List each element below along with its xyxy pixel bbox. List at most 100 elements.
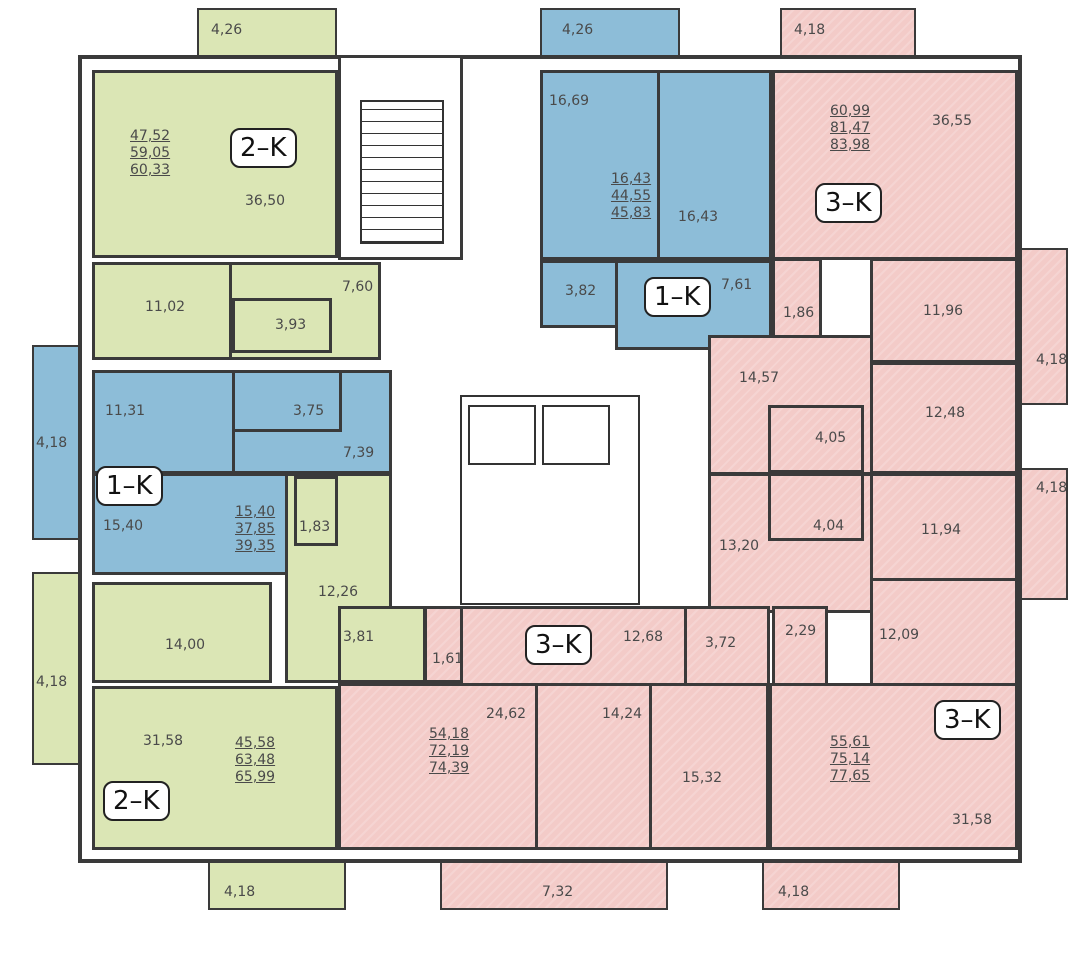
balcony-area: 4,18 [36, 674, 68, 690]
room-bedroom[interactable]: 14,24 [535, 683, 652, 850]
room-area: 15,32 [682, 770, 723, 786]
balcony-area: 4,18 [794, 22, 826, 38]
room-bathroom[interactable]: 4,05 [768, 405, 864, 473]
room-area: 7,39 [343, 445, 375, 461]
room-bathroom[interactable]: 3,82 [540, 260, 618, 328]
balcony-area: 4,18 [36, 435, 68, 451]
room-area: 16,43 [678, 209, 719, 225]
room-area: 11,94 [921, 522, 962, 538]
room-wc[interactable]: 2,29 [772, 606, 828, 686]
room-bedroom[interactable]: 12,48 [870, 362, 1018, 474]
room-area: 1,86 [783, 305, 815, 321]
room-area: 16,69 [549, 93, 590, 109]
apartment-type-badge: 1–K [96, 466, 163, 506]
staircase [360, 100, 444, 244]
room-bedroom[interactable]: 11,96 [870, 258, 1018, 363]
balcony-left-upper[interactable]: 4,18 [32, 345, 80, 540]
room-bedroom[interactable]: 15,32 [649, 683, 769, 850]
room-area: 7,60 [342, 279, 374, 295]
room-bedroom[interactable]: 11,02 [92, 262, 232, 360]
room-area: 13,20 [719, 538, 760, 554]
room-area: 3,72 [705, 635, 737, 651]
balcony-bottom-center[interactable]: 7,32 [440, 860, 668, 910]
balcony-top-center[interactable]: 4,26 [540, 8, 680, 58]
room-area: 4,04 [813, 518, 845, 534]
room-bathroom[interactable]: 3,75 [232, 370, 342, 432]
room-area: 11,96 [923, 303, 964, 319]
room-living[interactable]: 16,43 [657, 70, 772, 260]
room-wc[interactable]: 1,61 [424, 606, 464, 683]
balcony-right-upper[interactable]: 4,18 [1018, 248, 1068, 405]
room-area: 1,83 [299, 519, 331, 535]
apartment-type-badge: 3–K [525, 625, 592, 665]
room-area: 31,58 [952, 812, 993, 828]
balcony-area: 4,26 [562, 22, 594, 38]
room-area: 3,75 [293, 403, 325, 419]
balcony-right-lower[interactable]: 4,18 [1018, 468, 1068, 600]
room-bathroom[interactable]: 3,93 [232, 298, 332, 353]
room-wc[interactable]: 1,86 [772, 258, 822, 338]
apartment-type-badge: 2–K [230, 128, 297, 168]
balcony-left-lower[interactable]: 4,18 [32, 572, 80, 765]
room-area: 12,09 [879, 627, 920, 643]
room-bathroom[interactable]: 3,81 [338, 606, 426, 683]
room-area: 4,05 [815, 430, 847, 446]
room-area: 31,58 [143, 733, 184, 749]
room-area: 12,26 [318, 584, 359, 600]
room-kitchen[interactable]: 11,31 [92, 370, 237, 474]
room-bathroom[interactable]: 4,04 [768, 473, 864, 541]
room-area: 15,40 [103, 518, 144, 534]
balcony-area: 4,18 [1036, 480, 1068, 496]
room-hall[interactable]: 3–K 12,68 [460, 606, 688, 686]
room-area: 7,61 [721, 277, 753, 293]
apartment-type-badge: 1–K [644, 277, 711, 317]
balcony-area: 4,18 [778, 884, 810, 900]
room-area: 3,82 [565, 283, 597, 299]
room-area: 24,62 [486, 706, 527, 722]
balcony-top-right[interactable]: 4,18 [780, 8, 916, 58]
room-area: 12,48 [925, 405, 966, 421]
apartment-type-badge: 2–K [103, 781, 170, 821]
room-area: 14,00 [165, 637, 206, 653]
balcony-area: 4,26 [211, 22, 243, 38]
room-area: 14,57 [739, 370, 780, 386]
room-area: 11,02 [145, 299, 186, 315]
room-bedroom[interactable]: 12,09 [870, 578, 1018, 686]
room-area: 12,68 [623, 629, 664, 645]
balcony-area: 4,18 [224, 884, 256, 900]
room-wc[interactable]: 1,83 [294, 476, 338, 546]
room-bathroom[interactable]: 3,72 [684, 606, 770, 686]
room-area: 3,93 [275, 317, 307, 333]
room-bedroom[interactable]: 11,94 [870, 473, 1018, 581]
room-bedroom[interactable]: 14,00 [92, 582, 272, 683]
room-area: 11,31 [105, 403, 146, 419]
apartment-type-badge: 3–K [815, 183, 882, 223]
elevator-shaft-2 [542, 405, 610, 465]
room-area: 36,55 [932, 113, 973, 129]
apartment-type-badge: 3–K [934, 700, 1001, 740]
balcony-bottom-left[interactable]: 4,18 [208, 860, 346, 910]
room-area: 2,29 [785, 623, 817, 639]
balcony-area: 7,32 [542, 884, 574, 900]
balcony-bottom-right[interactable]: 4,18 [762, 860, 900, 910]
room-area: 3,81 [343, 629, 375, 645]
elevator-shaft-1 [468, 405, 536, 465]
balcony-top-left[interactable]: 4,26 [197, 8, 337, 58]
room-area: 1,61 [432, 651, 464, 667]
room-area: 36,50 [245, 193, 286, 209]
room-area: 14,24 [602, 706, 643, 722]
balcony-area: 4,18 [1036, 352, 1068, 368]
